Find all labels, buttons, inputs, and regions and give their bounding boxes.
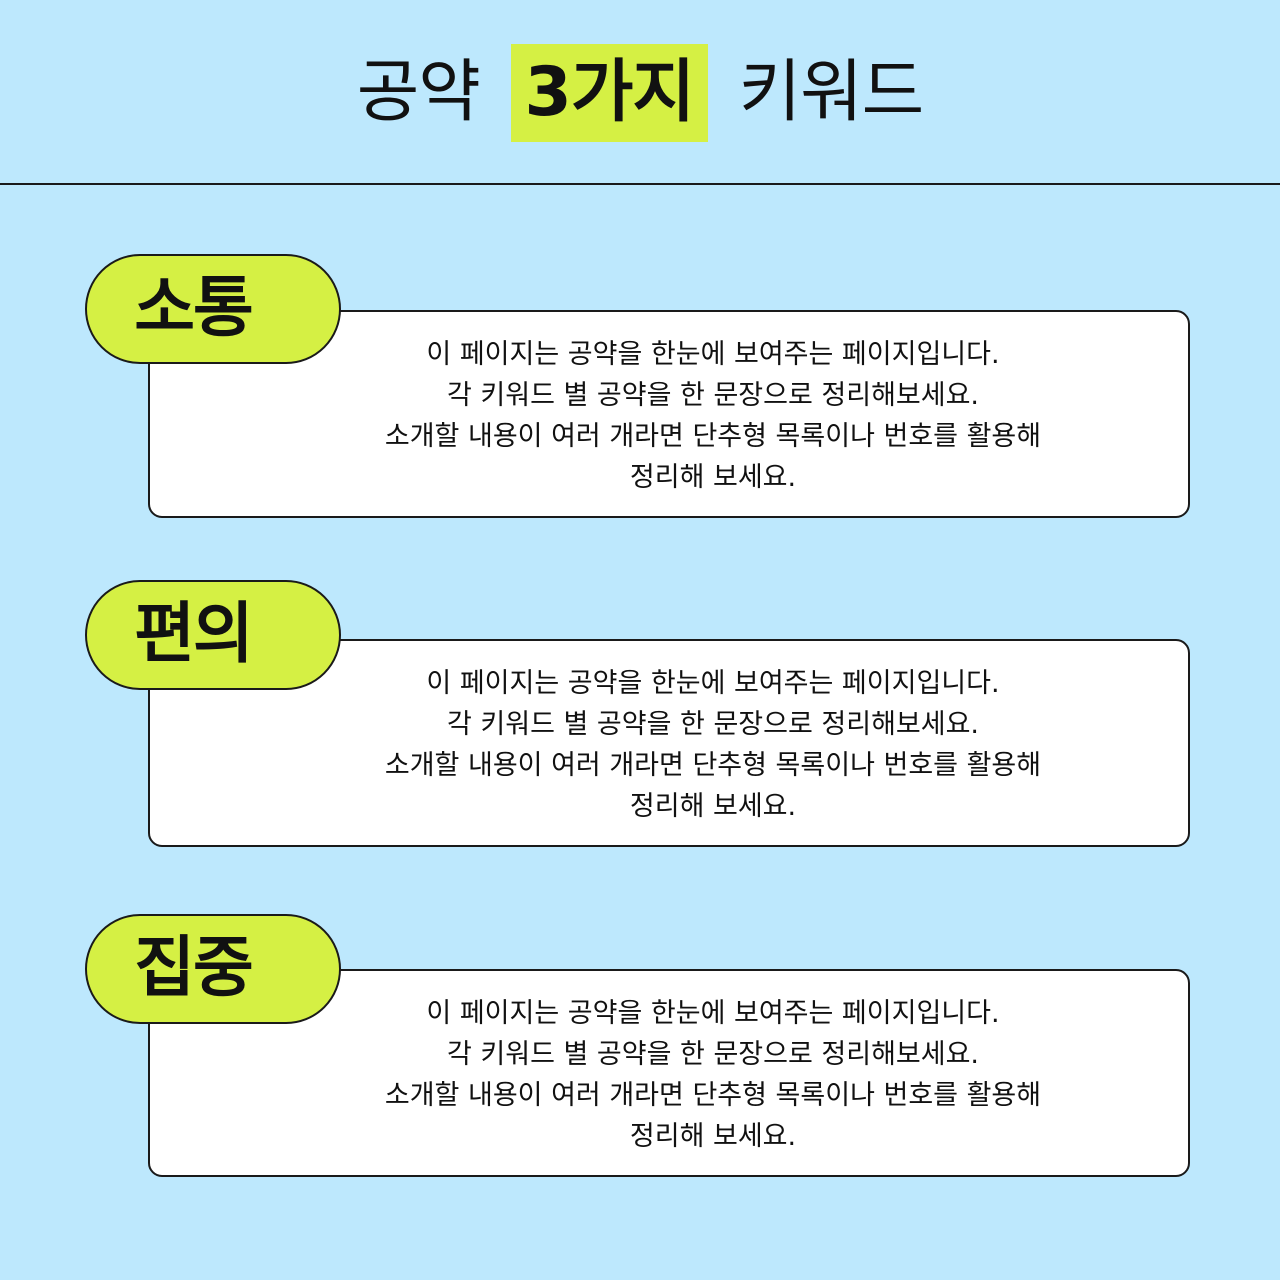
keyword-label: 편의 — [134, 595, 253, 672]
keyword-label: 집중 — [134, 929, 253, 1006]
description-line: 소개할 내용이 여러 개라면 단추형 목록이나 번호를 활용해 — [384, 421, 1042, 452]
description-line: 이 페이지는 공약을 한눈에 보여주는 페이지입니다. — [426, 998, 1000, 1029]
description-line: 정리해 보세요. — [629, 791, 797, 822]
pledge-description: 이 페이지는 공약을 한눈에 보여주는 페이지입니다. 각 키워드 별 공약을 … — [240, 663, 1186, 827]
description-line: 이 페이지는 공약을 한눈에 보여주는 페이지입니다. — [426, 668, 1000, 699]
page-title: 공약 3가지 키워드 — [0, 44, 1280, 142]
keyword-label: 소통 — [134, 269, 253, 346]
header-divider — [0, 183, 1280, 185]
description-line: 각 키워드 별 공약을 한 문장으로 정리해보세요. — [446, 1039, 980, 1070]
description-line: 각 키워드 별 공약을 한 문장으로 정리해보세요. — [446, 709, 980, 740]
title-highlight: 3가지 — [510, 44, 708, 142]
title-prefix: 공약 — [356, 53, 481, 132]
page-header: 공약 3가지 키워드 — [0, 0, 1280, 185]
pledge-description: 이 페이지는 공약을 한눈에 보여주는 페이지입니다. 각 키워드 별 공약을 … — [240, 993, 1186, 1157]
keyword-badge: 소통 — [85, 254, 341, 364]
keyword-badge: 집중 — [85, 914, 341, 1024]
description-line: 소개할 내용이 여러 개라면 단추형 목록이나 번호를 활용해 — [384, 750, 1042, 781]
pledge-section-1: 이 페이지는 공약을 한눈에 보여주는 페이지입니다. 각 키워드 별 공약을 … — [0, 254, 1280, 534]
pledge-section-2: 이 페이지는 공약을 한눈에 보여주는 페이지입니다. 각 키워드 별 공약을 … — [0, 580, 1280, 860]
description-line: 이 페이지는 공약을 한눈에 보여주는 페이지입니다. — [426, 339, 1000, 370]
pledge-card: 이 페이지는 공약을 한눈에 보여주는 페이지입니다. 각 키워드 별 공약을 … — [148, 310, 1190, 518]
title-suffix: 키워드 — [738, 53, 925, 132]
description-line: 정리해 보세요. — [629, 462, 797, 493]
description-line: 각 키워드 별 공약을 한 문장으로 정리해보세요. — [446, 380, 980, 411]
description-line: 정리해 보세요. — [629, 1121, 797, 1152]
description-line: 소개할 내용이 여러 개라면 단추형 목록이나 번호를 활용해 — [384, 1080, 1042, 1111]
pledge-description: 이 페이지는 공약을 한눈에 보여주는 페이지입니다. 각 키워드 별 공약을 … — [240, 334, 1186, 498]
keyword-badge: 편의 — [85, 580, 341, 690]
pledge-section-3: 이 페이지는 공약을 한눈에 보여주는 페이지입니다. 각 키워드 별 공약을 … — [0, 914, 1280, 1194]
